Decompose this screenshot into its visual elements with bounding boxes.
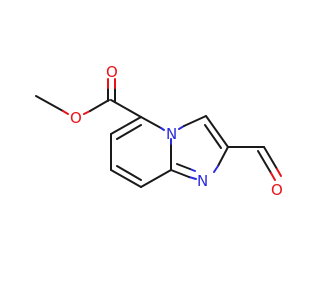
bond-methyl-o-red xyxy=(62,110,69,115)
bond-c7-c8-inner xyxy=(116,165,142,181)
bond-c3-c2 xyxy=(205,115,229,148)
bond-c5-n4-main xyxy=(140,116,162,129)
atom-ester-ether-o: O xyxy=(70,109,82,127)
bond-o-cester-red xyxy=(83,110,91,115)
bond-c8-c8a xyxy=(140,169,172,188)
bond-n1-c8a-blue xyxy=(188,176,197,180)
bond-c2-n1 xyxy=(217,146,229,167)
bond-o-cester xyxy=(89,99,110,112)
bond-c5-c6-inner xyxy=(116,124,142,140)
bond-cald-o-b-red xyxy=(270,172,276,181)
bond-c2-n1-blue xyxy=(213,165,219,173)
bond-cester-c5 xyxy=(110,99,142,118)
atom-ring-imine-n: N xyxy=(197,172,208,190)
bond-methyl-o xyxy=(35,95,64,112)
bond-n1-c8a-inner xyxy=(176,163,191,170)
bond-n1-c8a xyxy=(170,169,190,178)
molecule-diagram: O O N N O xyxy=(35,63,283,199)
bond-c5-n4-blue xyxy=(160,127,165,131)
bond-cald-o-b xyxy=(257,150,272,174)
bond-n4-c3 xyxy=(183,115,207,127)
atom-aldehyde-o: O xyxy=(271,181,283,199)
atom-ring-bridge-n: N xyxy=(166,125,177,143)
bond-cald-o-a xyxy=(263,146,278,170)
atom-ester-carbonyl-o: O xyxy=(106,63,118,81)
bond-cald-o-a-red xyxy=(276,168,282,177)
bond-c3-c2-inner xyxy=(204,124,222,149)
bond-c5-c6 xyxy=(110,116,142,135)
bond-c7-c8 xyxy=(110,169,142,188)
